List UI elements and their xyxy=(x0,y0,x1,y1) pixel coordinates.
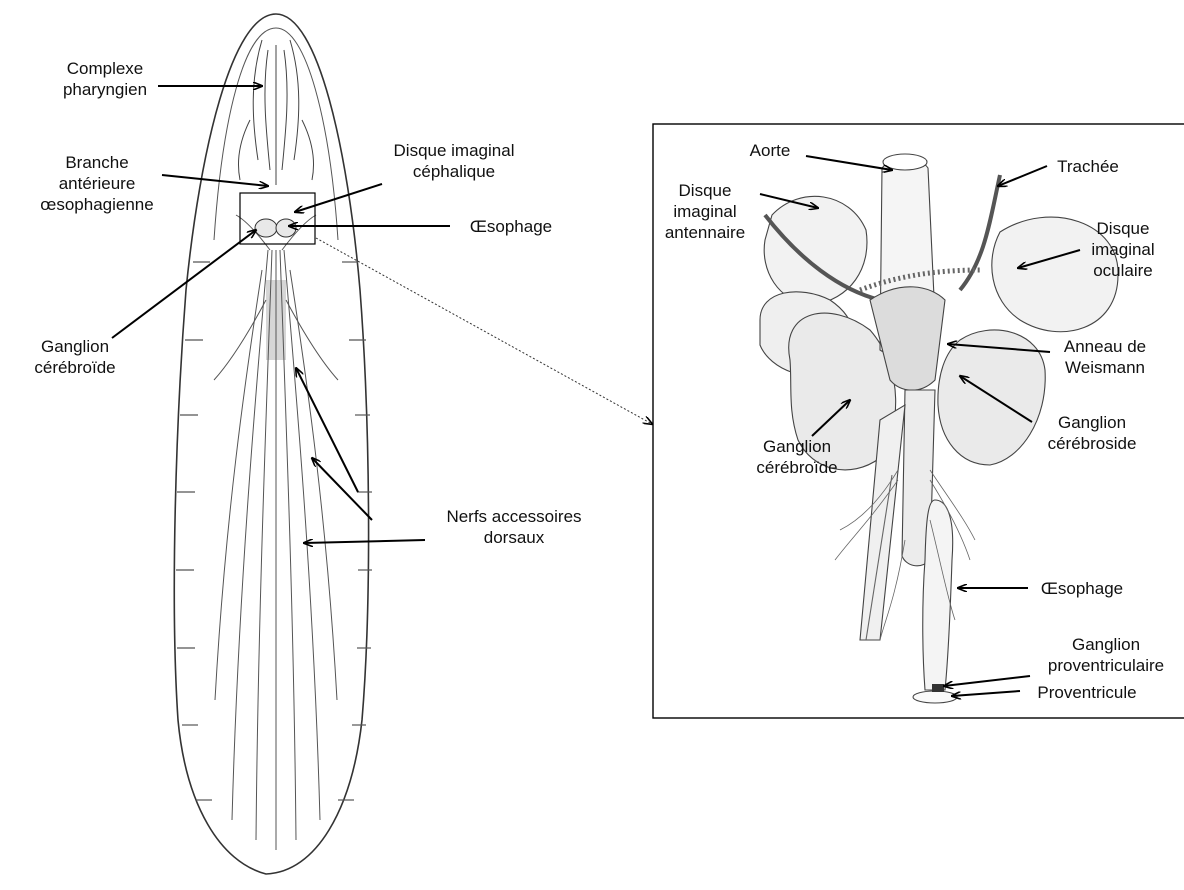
larva-body-outline xyxy=(174,14,368,874)
label-ganglion-cerebroide-detail: Ganglion cérébroïde xyxy=(742,436,852,478)
arrow-ganglion-proventriculaire xyxy=(944,676,1030,686)
proventriculus xyxy=(913,691,957,703)
label-nerfs-accessoires: Nerfs accessoires dorsaux xyxy=(430,506,598,548)
label-disque-oculaire: Disque imaginal oculaire xyxy=(1078,218,1168,281)
larva-drawing xyxy=(174,14,372,874)
label-oesophage: Œsophage xyxy=(456,216,566,237)
label-ganglion-cerebroside: Ganglion cérébroside xyxy=(1030,412,1154,454)
label-proventricule: Proventricule xyxy=(1022,682,1152,703)
arrow-branche xyxy=(162,175,268,186)
arrow-nerfs-3 xyxy=(304,540,425,543)
label-ganglion-cerebroide: Ganglion cérébroïde xyxy=(20,336,130,378)
cerebral-ganglion-small xyxy=(255,219,277,237)
pharyngeal-complex xyxy=(238,40,313,185)
label-branche-anterieure: Branche antérieure œsophagienne xyxy=(22,152,172,215)
label-ganglion-proventriculaire: Ganglion proventriculaire xyxy=(1030,634,1182,676)
label-oesophage-detail: Œsophage xyxy=(1032,578,1132,599)
label-disque-cephalique: Disque imaginal céphalique xyxy=(378,140,530,182)
label-trachee: Trachée xyxy=(1048,156,1128,177)
arrow-trachee xyxy=(998,166,1047,186)
label-disque-antennaire: Disque imaginal antennaire xyxy=(650,180,760,243)
arrow-nerfs-2 xyxy=(312,458,372,520)
arrow-proventricule xyxy=(952,691,1020,696)
zoom-box xyxy=(240,193,315,244)
arrow-aorte xyxy=(806,156,892,170)
accessory-nerves xyxy=(214,215,338,850)
label-anneau-weismann: Anneau de Weismann xyxy=(1050,336,1160,378)
proventricular-ganglion xyxy=(932,684,944,692)
label-aorte: Aorte xyxy=(730,140,810,161)
label-complexe-pharyngien: Complexe pharyngien xyxy=(50,58,160,100)
arrow-disque-cephalique xyxy=(295,184,382,212)
